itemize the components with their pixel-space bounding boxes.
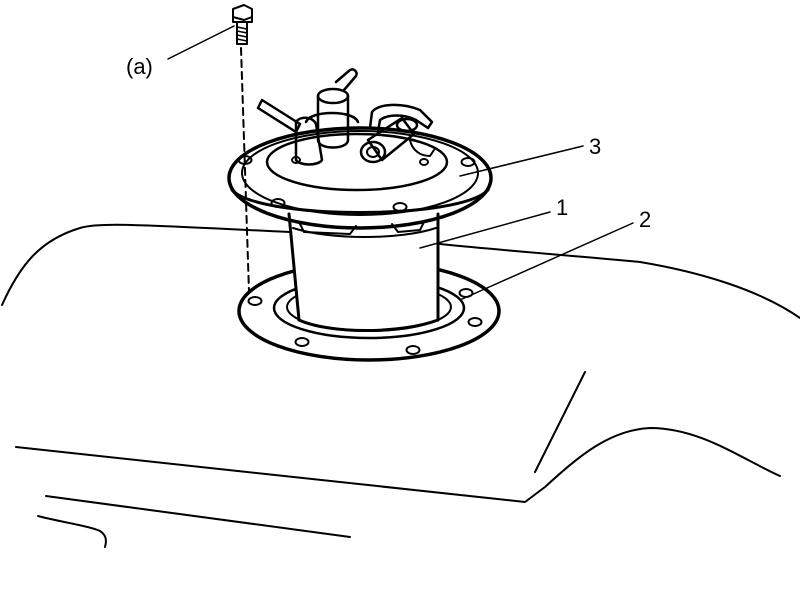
label-callout-2: 2 (639, 207, 651, 232)
pump-flange-plate (227, 126, 493, 230)
label-callout-3: 3 (589, 134, 601, 159)
bolt-a (232, 4, 253, 293)
label-bolt-a: (a) (126, 54, 153, 79)
label-callout-1: 1 (556, 195, 568, 220)
leader-3 (459, 145, 584, 177)
leader-1 (419, 211, 551, 249)
leader-lines (167, 25, 634, 301)
pump-fittings (256, 68, 435, 166)
fuel-pump (287, 212, 440, 332)
fuel-tank (1, 223, 800, 548)
leader-a (167, 25, 235, 60)
leader-2 (459, 222, 634, 301)
